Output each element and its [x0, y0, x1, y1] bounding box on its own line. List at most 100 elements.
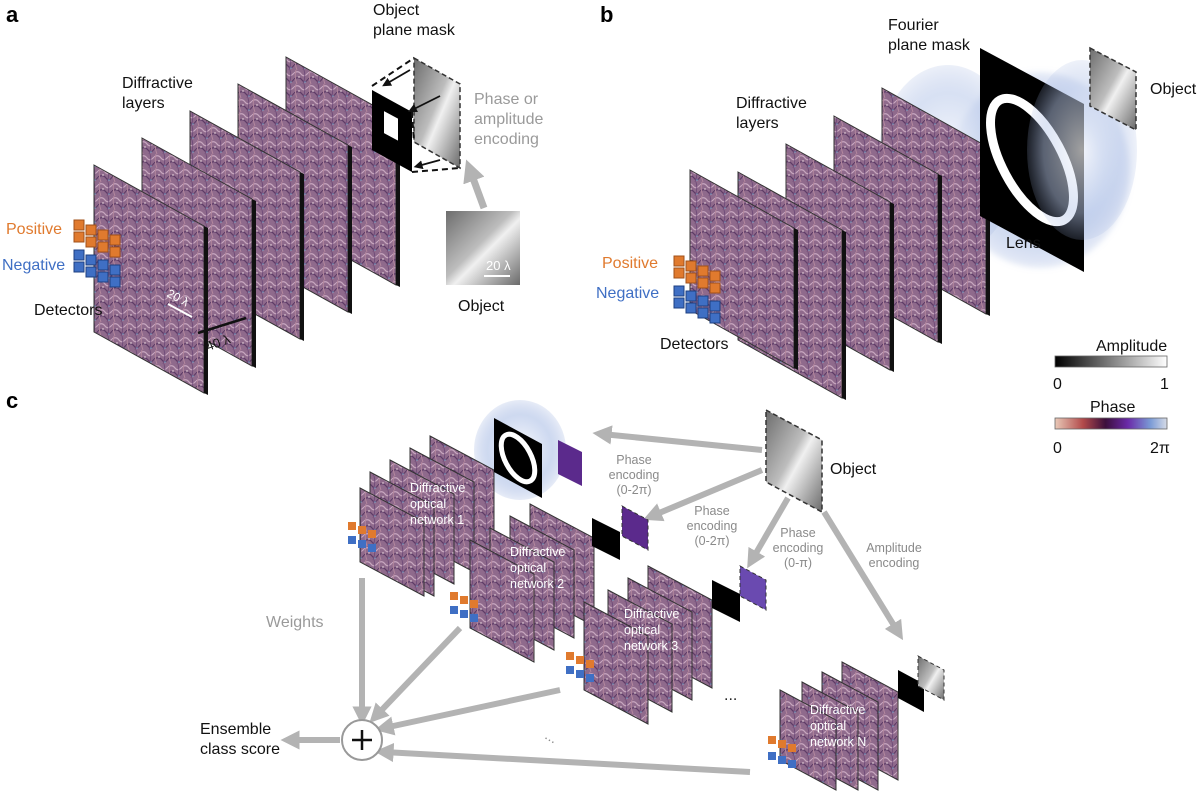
- net2-label-3: network 2: [510, 577, 564, 591]
- weight-arrow-2: [369, 625, 463, 723]
- netn-label-1: Diffractive: [810, 703, 865, 717]
- detector: [566, 652, 574, 660]
- diffractive-layer: [469, 539, 535, 663]
- detector: [85, 224, 97, 236]
- detector: [109, 276, 121, 288]
- detector: [109, 246, 121, 258]
- detector: [97, 259, 109, 271]
- layers-b: [689, 87, 990, 400]
- arrow-to-network-n: [821, 510, 904, 641]
- phase-max: 2π: [1150, 440, 1170, 457]
- object-plane-mask-label-2: plane mask: [373, 22, 456, 39]
- enc2-label-1: Phase: [694, 504, 729, 518]
- fourier-ring: [498, 431, 538, 485]
- detector: [358, 540, 366, 548]
- enc2-label-2: encoding: [687, 519, 738, 533]
- negative-b-label: Negative: [596, 285, 659, 302]
- detector: [697, 277, 709, 289]
- object-scale-label: 20 λ: [486, 258, 511, 273]
- panel-b-label: b: [600, 2, 613, 27]
- projection-line: [371, 57, 415, 87]
- layer-edge: [938, 174, 942, 344]
- positive-detectors: [673, 255, 721, 294]
- fourier-mask-label-1: Fourier: [888, 17, 939, 34]
- enc1-label-1: Phase: [616, 453, 651, 467]
- detector: [450, 592, 458, 600]
- detectors: [566, 652, 594, 682]
- detector: [368, 530, 376, 538]
- encoding-label-3: encoding: [474, 131, 539, 148]
- amplitude-title: Amplitude: [1096, 338, 1167, 355]
- scale-bar-20: [167, 303, 193, 318]
- phase-mask: [621, 505, 649, 551]
- mask-arrow: [382, 69, 411, 87]
- diffractive-layer: [359, 487, 425, 597]
- detector: [586, 660, 594, 668]
- detectors-a: [73, 219, 121, 288]
- projection-line: [411, 167, 461, 173]
- object-b-label: Object: [1150, 81, 1197, 98]
- diffractive-layers-b-label-2: layers: [736, 115, 779, 132]
- detector: [73, 261, 85, 273]
- weight-arrow-n: [374, 742, 751, 775]
- layer-edge: [204, 226, 208, 395]
- object-plane-mask: [592, 518, 620, 560]
- detector: [460, 610, 468, 618]
- detector: [788, 744, 796, 752]
- amplitude-mask: [917, 655, 945, 701]
- weights-label: Weights: [266, 614, 324, 631]
- enc4-label-2: encoding: [869, 556, 920, 570]
- object-plane-mask-label-1: Object: [373, 2, 420, 19]
- detector: [586, 674, 594, 682]
- layer-edge: [300, 172, 304, 341]
- arrow-to-network-3: [747, 496, 791, 569]
- netn-label-2: optical: [810, 719, 846, 733]
- network-n: Diffractive optical network N: [768, 655, 945, 791]
- detector: [348, 536, 356, 544]
- encoding-label-1: Phase or: [474, 91, 539, 108]
- detector: [709, 282, 721, 294]
- detector: [348, 522, 356, 530]
- ensemble-label-2: class score: [200, 741, 280, 758]
- amplitude-min: 0: [1053, 376, 1062, 393]
- netn-label-3: network N: [810, 735, 866, 749]
- fourier-plane-mask: [494, 418, 542, 498]
- enc3-label-3: (0-π): [784, 556, 812, 570]
- encoding-arrow: [463, 159, 488, 210]
- enc3-label-1: Phase: [780, 526, 815, 540]
- colorbar-legend: Amplitude 0 1 Phase 0 2π: [1053, 338, 1170, 457]
- detector: [97, 229, 109, 241]
- detector: [697, 307, 709, 319]
- projection-line: [411, 111, 415, 143]
- detector: [85, 236, 97, 248]
- detector: [673, 297, 685, 309]
- net1-label-3: network 1: [410, 513, 464, 527]
- detector: [109, 234, 121, 246]
- detector: [368, 544, 376, 552]
- net1-label-1: Diffractive: [410, 481, 465, 495]
- dots-2: ...: [543, 727, 561, 747]
- diffractive-layers-b-label-1: Diffractive: [736, 95, 807, 112]
- mask-arrow: [407, 95, 441, 113]
- phase-min: 0: [1053, 440, 1062, 457]
- panel-c-label: c: [6, 388, 18, 413]
- arrow-to-network-1: [592, 425, 763, 453]
- detector: [768, 752, 776, 760]
- detector: [566, 666, 574, 674]
- layer-edge: [348, 145, 352, 314]
- detector: [673, 255, 685, 267]
- detector: [685, 260, 697, 272]
- layer-edge: [842, 230, 846, 400]
- detector: [768, 736, 776, 744]
- detector: [109, 264, 121, 276]
- object-b: [1089, 46, 1137, 132]
- phase-mask: [558, 440, 582, 486]
- panel-a-label: a: [6, 2, 19, 27]
- panel-c: c Object Phase encoding (0-2π) Phase enc…: [6, 388, 945, 791]
- layer-edge: [890, 202, 894, 372]
- detector: [470, 614, 478, 622]
- encoding-label-2: amplitude: [474, 111, 543, 128]
- phase-mask: [739, 565, 767, 611]
- detector: [576, 670, 584, 678]
